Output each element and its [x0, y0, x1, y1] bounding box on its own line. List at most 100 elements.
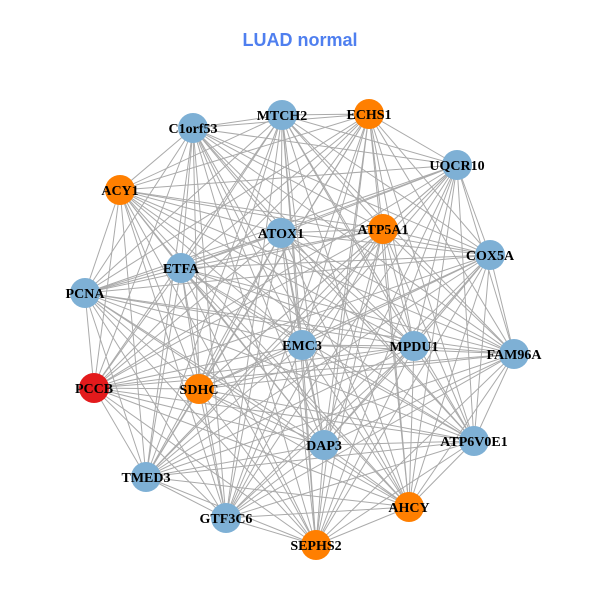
edge-FAM96A-SEPHS2	[315, 353, 515, 546]
edge-C1orf53-ATP6V0E1	[192, 127, 475, 442]
edge-C1orf53-UQCR10	[192, 127, 458, 166]
node-circle	[368, 214, 398, 244]
edge-ATP5A1-ETFA	[180, 228, 384, 269]
node-PCCB[interactable]: PCCB	[75, 373, 113, 403]
edge-ACY1-COX5A	[119, 189, 491, 256]
edge-MPDU1-FAM96A	[413, 345, 515, 355]
node-EMC3[interactable]: EMC3	[282, 330, 322, 360]
edge-ATOX1-FAM96A	[280, 232, 515, 355]
edge-EMC3-MPDU1	[301, 344, 415, 347]
edge-PCNA-AHCY	[84, 292, 410, 508]
edge-FAM96A-GTF3C6	[225, 353, 515, 519]
node-ECHS1[interactable]: ECHS1	[346, 99, 392, 129]
edge-ATP5A1-AHCY	[382, 228, 410, 508]
node-ACY1[interactable]: ACY1	[101, 175, 139, 205]
edge-SDHC-AHCY	[198, 388, 410, 508]
edge-PCNA-FAM96A	[84, 292, 515, 355]
edge-SDHC-DAP3	[198, 388, 325, 446]
edge-DAP3-AHCY	[323, 444, 410, 508]
node-label: ETFA	[163, 262, 200, 277]
edge-ETFA-FAM96A	[180, 267, 515, 355]
edge-MPDU1-AHCY	[408, 345, 415, 508]
node-MPDU1[interactable]: MPDU1	[390, 331, 439, 361]
node-label: COX5A	[466, 249, 515, 264]
edge-MTCH2-AHCY	[281, 114, 410, 508]
node-C1orf53[interactable]: C1orf53	[169, 113, 218, 143]
edge-ATP6V0E1-SEPHS2	[315, 440, 475, 546]
edge-ATP5A1-DAP3	[323, 228, 384, 446]
node-circle	[166, 253, 196, 283]
node-ATOX1[interactable]: ATOX1	[258, 218, 304, 248]
edge-MPDU1-DAP3	[323, 345, 415, 446]
edge-EMC3-AHCY	[301, 344, 410, 508]
edge-ACY1-ATP6V0E1	[119, 189, 475, 442]
node-PCNA[interactable]: PCNA	[66, 278, 106, 308]
node-ETFA[interactable]: ETFA	[163, 253, 200, 283]
node-label: MPDU1	[390, 340, 439, 355]
edge-FAM96A-AHCY	[408, 353, 515, 508]
node-circle	[499, 339, 529, 369]
node-FAM96A[interactable]: FAM96A	[487, 339, 543, 369]
edge-ATP5A1-PCNA	[84, 228, 384, 294]
node-circle	[399, 331, 429, 361]
node-ATP5A1[interactable]: ATP5A1	[357, 214, 409, 244]
node-UQCR10[interactable]: UQCR10	[429, 150, 485, 180]
node-circle	[354, 99, 384, 129]
node-circle	[70, 278, 100, 308]
node-circle	[301, 530, 331, 560]
edge-COX5A-FAM96A	[489, 254, 515, 355]
node-SEPHS2[interactable]: SEPHS2	[290, 530, 342, 560]
edge-COX5A-PCCB	[93, 254, 491, 389]
edge-ETFA-SEPHS2	[180, 267, 317, 546]
node-label: ATP5A1	[357, 223, 408, 238]
edge-PCNA-MPDU1	[84, 292, 415, 347]
node-label: ATOX1	[258, 227, 304, 242]
node-label: GTF3C6	[200, 512, 253, 527]
node-circle	[394, 492, 424, 522]
edge-EMC3-TMED3	[145, 344, 303, 478]
edge-ECHS1-FAM96A	[368, 113, 515, 355]
node-ATP6V0E1[interactable]: ATP6V0E1	[440, 426, 508, 456]
node-TMED3[interactable]: TMED3	[122, 462, 171, 492]
node-circle	[459, 426, 489, 456]
edge-UQCR10-PCCB	[93, 164, 458, 389]
edge-DAP3-SEPHS2	[315, 444, 325, 546]
edge-C1orf53-ETFA	[180, 127, 194, 269]
edge-AHCY-SEPHS2	[315, 506, 410, 546]
node-label: ACY1	[101, 184, 138, 199]
edge-ATP5A1-SDHC	[198, 228, 384, 390]
node-label: EMC3	[282, 339, 322, 354]
edge-C1orf53-SEPHS2	[192, 127, 317, 546]
edge-ATOX1-COX5A	[280, 232, 491, 256]
node-label: C1orf53	[169, 122, 218, 137]
node-label: ATP6V0E1	[440, 435, 507, 450]
edge-EMC3-ATP6V0E1	[301, 344, 475, 442]
edge-ATP6V0E1-GTF3C6	[225, 440, 475, 519]
edge-ECHS1-COX5A	[368, 113, 491, 256]
edge-DAP3-TMED3	[145, 444, 325, 478]
node-AHCY[interactable]: AHCY	[388, 492, 430, 522]
node-MTCH2[interactable]: MTCH2	[257, 100, 308, 130]
edge-UQCR10-TMED3	[145, 164, 458, 478]
node-COX5A[interactable]: COX5A	[466, 240, 515, 270]
edge-ECHS1-AHCY	[368, 113, 410, 508]
edge-FAM96A-ATP6V0E1	[473, 353, 515, 442]
edge-PCCB-TMED3	[93, 387, 147, 478]
node-circle	[266, 218, 296, 248]
node-DAP3[interactable]: DAP3	[306, 430, 342, 460]
node-circle	[442, 150, 472, 180]
node-GTF3C6[interactable]: GTF3C6	[200, 503, 253, 533]
edge-UQCR10-GTF3C6	[225, 164, 458, 519]
node-label: AHCY	[388, 501, 429, 516]
edge-COX5A-ATP6V0E1	[473, 254, 491, 442]
edge-ATP5A1-FAM96A	[382, 228, 515, 355]
edge-ATP5A1-ATP6V0E1	[382, 228, 475, 442]
edge-C1orf53-PCCB	[93, 127, 194, 389]
edge-PCNA-GTF3C6	[84, 292, 227, 519]
edge-DAP3-ATP6V0E1	[323, 440, 475, 446]
edge-MTCH2-PCCB	[93, 114, 283, 389]
node-label: TMED3	[122, 471, 171, 486]
node-SDHC[interactable]: SDHC	[180, 374, 219, 404]
edge-ETFA-TMED3	[145, 267, 182, 478]
